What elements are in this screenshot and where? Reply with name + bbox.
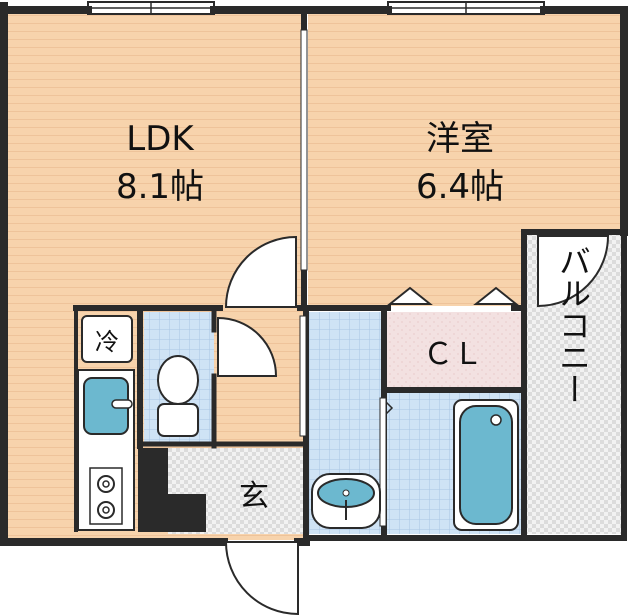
toilet-icon	[157, 355, 199, 437]
bathtub-icon	[453, 399, 519, 531]
bath-door-handle	[385, 401, 394, 415]
western-room-label: 洋室	[426, 119, 494, 159]
closet-label: ＣＬ	[423, 337, 483, 372]
western-room-size: 6.4帖	[416, 167, 504, 207]
fridge	[81, 315, 133, 363]
fridge-label: 冷	[95, 328, 119, 356]
closet-floor	[386, 312, 522, 388]
faucet	[111, 399, 133, 409]
window-ldk	[87, 1, 215, 15]
door-balcony[interactable]	[537, 235, 610, 308]
door-ldk[interactable]	[224, 235, 297, 308]
ldk-label: LDK	[126, 119, 195, 159]
sliding-door-divider[interactable]	[300, 29, 308, 271]
washroom-door[interactable]	[299, 315, 307, 437]
window-western	[387, 1, 545, 15]
door-entrance[interactable]	[224, 541, 299, 616]
burner-icon	[97, 475, 115, 493]
door-toilet[interactable]	[217, 316, 278, 377]
closet-doors[interactable]	[387, 286, 519, 305]
shoe-shelf	[138, 448, 206, 532]
burner-icon	[97, 501, 115, 519]
washbasin-icon	[311, 473, 381, 529]
bath-door[interactable]	[379, 397, 387, 527]
balcony-label: バルコニー	[554, 245, 592, 405]
entrance-label: 玄	[239, 479, 269, 514]
ldk-size: 8.1帖	[116, 167, 204, 207]
